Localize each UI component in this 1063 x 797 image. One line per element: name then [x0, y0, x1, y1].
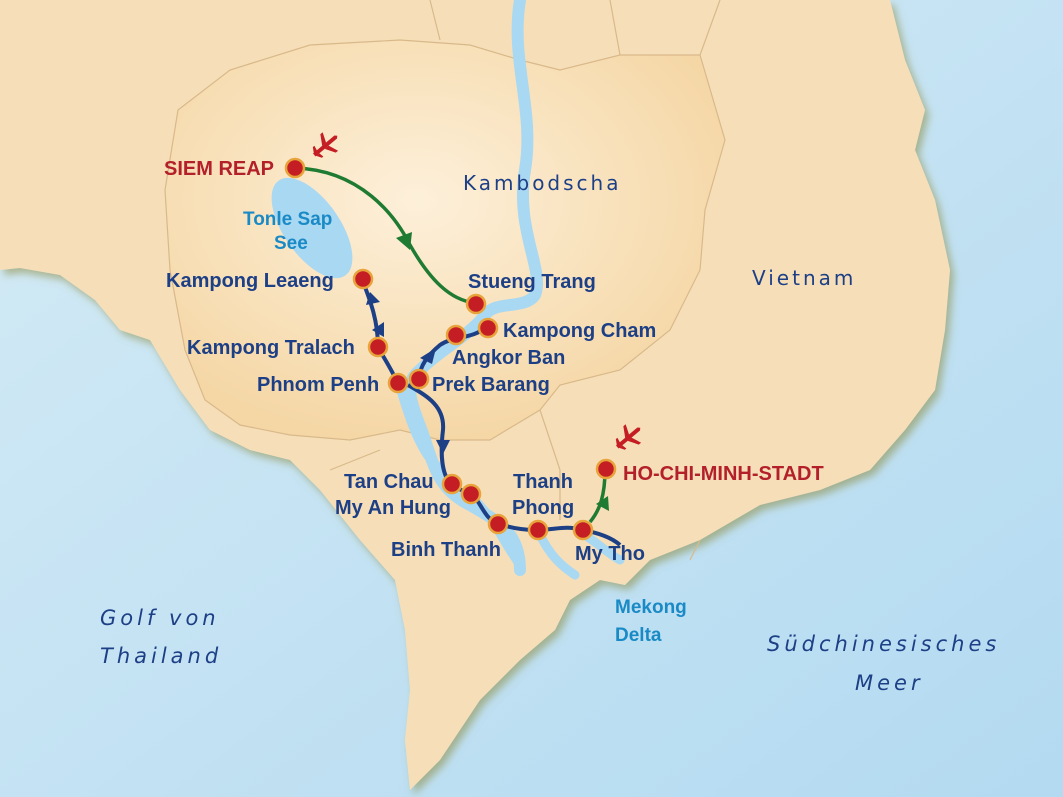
label-kampong-tralach: Kampong Tralach — [187, 337, 355, 359]
label-angkor-ban: Angkor Ban — [452, 347, 565, 369]
stop-marker-stueng-trang[interactable] — [465, 293, 487, 315]
stop-marker-kampong-tralach[interactable] — [367, 336, 389, 358]
route-boat-kampong-cham — [417, 325, 489, 380]
label-my-an-hung: My An Hung — [335, 497, 451, 519]
stop-marker-my-an-hung[interactable] — [460, 483, 482, 505]
stop-marker-angkor-ban[interactable] — [445, 324, 467, 346]
label-kampong-leaeng: Kampong Leaeng — [166, 270, 334, 292]
country-cambodia — [164, 39, 726, 441]
stop-marker-thanh-phong[interactable] — [527, 519, 549, 541]
route-boat-arrow-down — [436, 440, 450, 454]
label-kampong-cham: Kampong Cham — [503, 320, 656, 342]
label-thanh-phong-1: Thanh — [513, 471, 573, 493]
stop-marker-kampong-cham[interactable] — [477, 317, 499, 339]
stop-marker-prek-barang[interactable] — [408, 368, 430, 390]
sea-label-gulf-1: Golf von — [100, 606, 220, 630]
route-boat-arrow-kc — [420, 348, 436, 364]
stop-marker-binh-thanh[interactable] — [487, 513, 509, 535]
label-siem-reap: SIEM REAP — [164, 158, 274, 180]
stop-marker-my-tho[interactable] — [572, 519, 594, 541]
stop-marker-kampong-leaeng[interactable] — [352, 268, 374, 290]
sea-label-gulf-2: Thailand — [100, 644, 222, 668]
label-phnom-penh: Phnom Penh — [257, 374, 379, 396]
airplane-icon — [312, 132, 339, 158]
sea-label-china-2: Meer — [855, 671, 924, 695]
stop-marker-phnom-penh[interactable] — [387, 372, 409, 394]
sea-label-china-1: Südchinesisches — [767, 632, 1000, 656]
airplane-icon — [615, 424, 642, 450]
delta-label-2: Delta — [615, 625, 662, 646]
lake-label-1: Tonle Sap — [243, 209, 332, 230]
label-stueng-trang: Stueng Trang — [468, 271, 596, 293]
stop-marker-siem-reap[interactable] — [284, 157, 306, 179]
route-transfer-arrow-hcmc — [596, 496, 609, 511]
label-binh-thanh: Binh Thanh — [391, 539, 501, 561]
delta-label-1: Mekong — [615, 597, 687, 618]
label-hcmc: HO-CHI-MINH-STADT — [623, 463, 824, 485]
stop-marker-tan-chau[interactable] — [441, 473, 463, 495]
country-label-cambodia: Kambodscha — [463, 171, 621, 195]
label-thanh-phong-2: Phong — [512, 497, 574, 519]
route-boat-arrows-up — [366, 292, 384, 337]
stop-marker-hcmc[interactable] — [595, 458, 617, 480]
label-my-tho: My Tho — [575, 543, 645, 565]
lake-label-2: See — [274, 233, 308, 254]
label-prek-barang: Prek Barang — [432, 374, 550, 396]
label-tan-chau: Tan Chau — [344, 471, 434, 493]
route-transfer-arrow — [396, 232, 412, 250]
country-label-vietnam: Vietnam — [752, 266, 856, 290]
stop-markers — [284, 157, 617, 541]
tonle-sap-lake — [271, 177, 353, 279]
